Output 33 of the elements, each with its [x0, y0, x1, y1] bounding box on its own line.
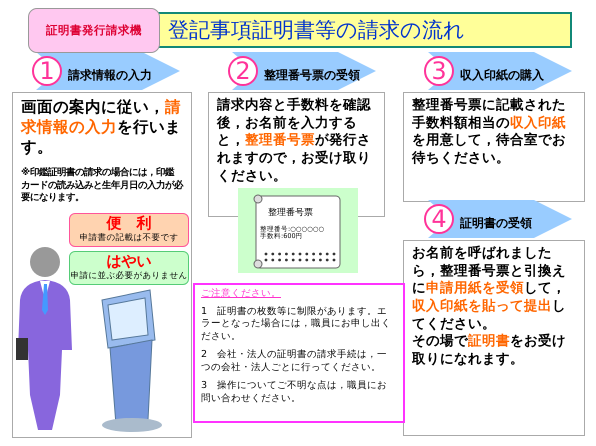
- paragraph: お名前を呼ばれましたら，整理番号票と引換えに申請用紙を受領して，収入印紙を貼って提出してください。: [412, 245, 567, 334]
- badge-note: 申請書の記載は不要です: [78, 232, 180, 244]
- step-title: 整理番号票の受領: [264, 66, 360, 84]
- step-panel: [403, 240, 585, 436]
- paragraph: 画面の案内に従い，請求情報の入力を行います。: [21, 97, 182, 158]
- step-number: 4: [424, 204, 454, 234]
- title-text: 登記事項証明書等の請求の流れ: [168, 17, 465, 44]
- step-title: 請求情報の入力: [68, 66, 152, 84]
- step-number: 2: [228, 56, 258, 86]
- paragraph: ※印鑑証明書の請求の場合には，印鑑カードの読み込みと生年月日の入力が必要になります。: [21, 167, 183, 204]
- badge-heading: 便 利: [105, 214, 152, 232]
- step-title: 証明書の受領: [460, 214, 532, 232]
- paragraph: 請求内容と手数料を確認後，お名前を入力すると，整理番号票が発行されますので，お受け取りください。: [217, 97, 372, 186]
- notice-panel: [193, 283, 405, 423]
- device-label: [28, 8, 160, 53]
- step-number: 3: [424, 56, 454, 86]
- step-number: 1: [32, 56, 62, 86]
- notice-item: 2 会社・法人の証明書の請求手続は，一つの会社・法人ごとに行ってください。: [201, 349, 388, 374]
- step-title: 収入印紙の購入: [460, 66, 544, 84]
- label-text: 証明書発行請求機: [46, 23, 142, 38]
- badge-heading: はやい: [106, 252, 152, 270]
- ticket-illustration: [238, 188, 358, 273]
- feature-badge: [69, 251, 189, 285]
- notice-item: 3 操作についてご不明な点は，職員にお問い合わせください。: [201, 380, 388, 405]
- paragraph: その場で証明書をお受け取りになれます。: [412, 333, 567, 369]
- feature-badge: [69, 213, 189, 247]
- paragraph: 整理番号票に記載された手数料額相当の収入印紙を用意して，待合室でお待ちください。: [412, 97, 567, 168]
- badge-note: 申請に並ぶ必要がありません: [70, 270, 188, 282]
- title-banner: [156, 12, 572, 48]
- ticket-title: 整理番号票: [268, 206, 313, 219]
- step-panel: [403, 92, 585, 202]
- notice-heading: ご注意ください。: [201, 288, 282, 300]
- notice-item: 1 証明書の枚数等に制限があります。エラーとなった場合には，職員にお申し出ください。: [201, 306, 392, 343]
